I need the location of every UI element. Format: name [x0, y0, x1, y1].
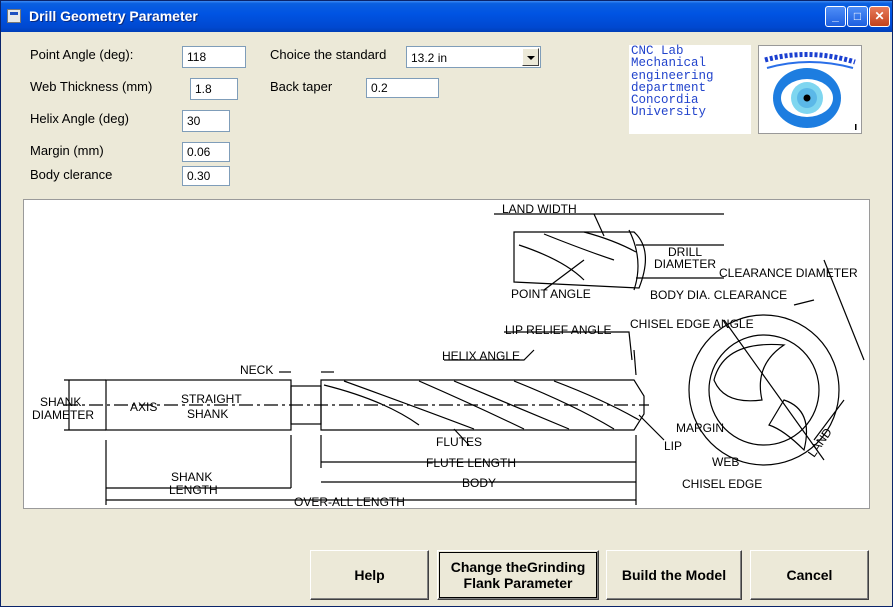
back-taper-label: Back taper	[270, 79, 333, 94]
label-land-width: LAND WIDTH	[502, 202, 577, 216]
label-shank-diameter: DIAMETER	[32, 408, 94, 422]
help-button[interactable]: Help	[310, 550, 429, 600]
web-thickness-label: Web Thickness (mm)	[30, 79, 153, 94]
window-title: Drill Geometry Parameter	[29, 8, 198, 24]
helix-angle-input[interactable]	[182, 110, 230, 132]
standard-value: 13.2 in	[411, 51, 448, 65]
help-button-label: Help	[354, 567, 385, 583]
chevron-down-icon[interactable]	[522, 48, 539, 66]
body-clearance-input[interactable]	[182, 166, 230, 186]
label-margin: MARGIN	[676, 421, 724, 435]
label-diameter: DIAMETER	[654, 257, 716, 271]
label-shank-length-2: LENGTH	[169, 483, 218, 497]
lab-info: CNC Lab Mechanical engineering departmen…	[629, 45, 751, 134]
lab-line: department	[631, 80, 707, 95]
label-body-dia-clearance: BODY DIA. CLEARANCE	[650, 288, 787, 302]
label-clearance-diameter: CLEARANCE DIAMETER	[719, 266, 858, 280]
label-drill: DRILL	[668, 245, 702, 259]
close-button[interactable]: ✕	[869, 6, 890, 27]
label-helix-angle: HELIX ANGLE	[442, 349, 520, 363]
back-taper-input[interactable]	[366, 78, 439, 98]
title-bar[interactable]: Drill Geometry Parameter _ □ ✕	[1, 1, 892, 32]
label-straight: STRAIGHT	[181, 392, 242, 406]
build-model-button[interactable]: Build the Model	[606, 550, 742, 600]
point-angle-input[interactable]	[182, 46, 246, 68]
app-icon[interactable]	[7, 9, 21, 23]
minimize-icon: _	[832, 9, 839, 23]
margin-label: Margin (mm)	[30, 143, 104, 158]
cancel-button-label: Cancel	[786, 567, 833, 583]
point-angle-label: Point Angle (deg):	[30, 47, 134, 62]
minimize-button[interactable]: _	[825, 6, 846, 27]
body-clearance-label: Body clerance	[30, 167, 113, 182]
label-land: LAND	[805, 425, 835, 460]
drill-geometry-diagram: LAND WIDTH DRILL DIAMETER CLEARANCE DIAM…	[23, 199, 870, 509]
standard-select[interactable]: 13.2 in	[406, 46, 541, 68]
close-icon: ✕	[874, 9, 885, 23]
label-flute-length: FLUTE LENGTH	[426, 456, 516, 470]
label-lip-relief-angle: LIP RELIEF ANGLE	[505, 323, 612, 337]
lab-line: Concordia	[631, 93, 699, 108]
eye-logo-icon	[758, 45, 862, 134]
margin-input[interactable]	[182, 142, 230, 162]
label-shank: SHANK	[40, 395, 81, 409]
change-line1: Change theGrinding	[450, 559, 586, 575]
lab-line: University	[631, 105, 707, 120]
change-line2: Flank Parameter	[463, 575, 573, 591]
helix-angle-label: Helix Angle (deg)	[30, 111, 129, 126]
label-web: WEB	[712, 455, 739, 469]
standard-label: Choice the standard	[270, 47, 387, 62]
label-body: BODY	[462, 476, 496, 490]
cancel-button[interactable]: Cancel	[750, 550, 869, 600]
label-chisel-edge: CHISEL EDGE	[682, 477, 762, 491]
label-flutes: FLUTES	[436, 435, 482, 449]
lab-line: engineering	[631, 68, 714, 83]
label-shank-length-1: SHANK	[171, 470, 212, 484]
label-straight-shank: SHANK	[187, 407, 228, 421]
label-lip: LIP	[664, 439, 682, 453]
label-axis: AXIS	[130, 400, 157, 414]
lab-line: CNC Lab	[631, 44, 684, 58]
label-over-all-length: OVER-ALL LENGTH	[294, 495, 405, 508]
label-chisel-edge-angle: CHISEL EDGE ANGLE	[630, 317, 754, 331]
lab-line: Mechanical	[631, 56, 707, 71]
maximize-icon: □	[853, 9, 862, 23]
label-point-angle: POINT ANGLE	[511, 287, 591, 301]
maximize-button[interactable]: □	[847, 6, 868, 27]
web-thickness-input[interactable]	[190, 78, 238, 100]
build-button-label: Build the Model	[621, 567, 727, 583]
label-neck: NECK	[240, 363, 273, 377]
